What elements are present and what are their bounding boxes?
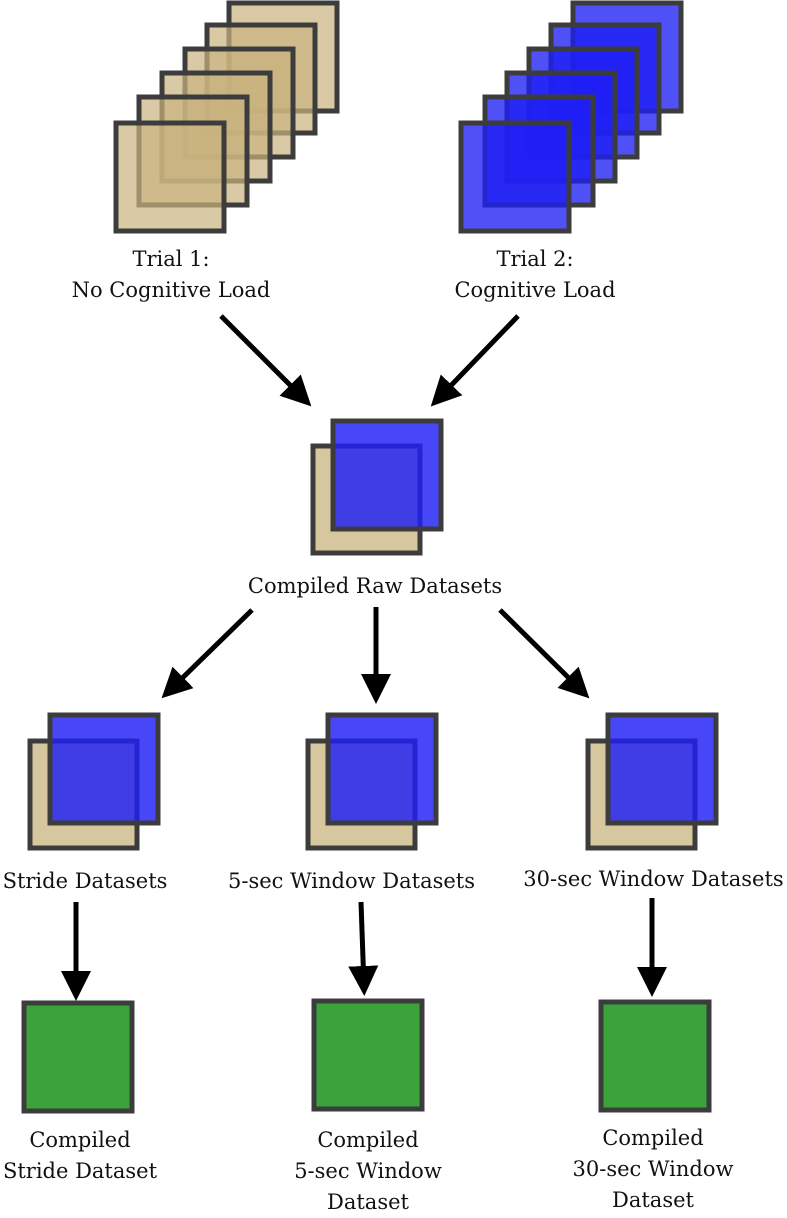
5sec-window-datasets-icon [305, 712, 439, 851]
arrow-compiled-to-stride [161, 608, 254, 699]
trial1-file-stack [113, 0, 340, 234]
arrow-5sec-to-compiled [348, 901, 379, 996]
stride-datasets-label: Stride Datasets [2, 869, 168, 893]
arrow-compiled-to-30sec [498, 608, 590, 699]
trial2-subtitle: Cognitive Load [454, 278, 616, 302]
arrow-trial2-to-compiled [430, 314, 520, 407]
stride-datasets-icon [27, 712, 161, 851]
compiled-stride-dataset-icon [21, 1000, 135, 1114]
compiled-5sec-window-dataset-label: Compiled 5-sec Window Dataset [294, 1128, 442, 1214]
trial2-label: Trial 2: Cognitive Load [410, 244, 660, 306]
compiled-stride-dataset-label: Compiled Stride Dataset [2, 1128, 158, 1183]
5sec-window-datasets-label: 5-sec Window Datasets [227, 869, 476, 893]
compiled-raw-label: Compiled Raw Datasets [247, 574, 503, 598]
trial1-label: Trial 1: No Cognitive Load [52, 244, 290, 306]
30sec-window-datasets-label: 30-sec Window Datasets [523, 867, 784, 891]
trial2-file-stack [458, 0, 684, 234]
arrow-trial1-to-compiled [219, 314, 312, 407]
compiled-raw-icon [310, 418, 444, 556]
30sec-window-datasets-icon [585, 712, 719, 851]
compiled-30sec-window-dataset-icon [598, 999, 712, 1113]
trial1-title: Trial 1: [132, 247, 210, 271]
trial1-subtitle: No Cognitive Load [71, 278, 271, 302]
compiled-30sec-window-dataset-label: Compiled 30-sec Window Dataset [572, 1126, 734, 1212]
compiled-5sec-window-dataset-icon [311, 998, 425, 1112]
trial2-title: Trial 2: [496, 247, 574, 271]
